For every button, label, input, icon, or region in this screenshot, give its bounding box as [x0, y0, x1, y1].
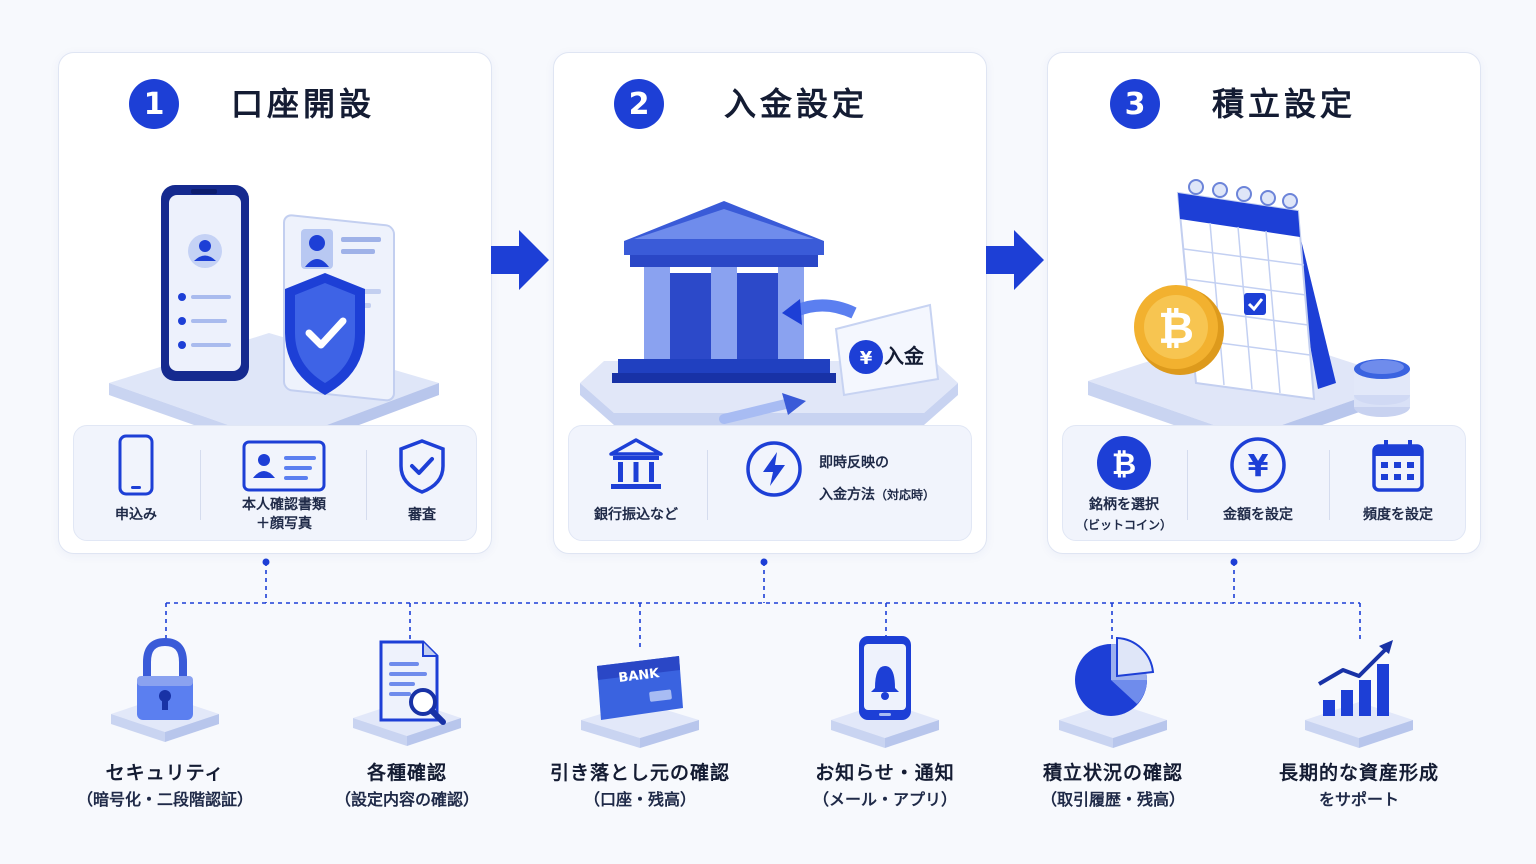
shield-illustration-icon — [285, 273, 365, 395]
svg-text:₿: ₿ — [1112, 447, 1136, 482]
substep-set-frequency: 頻度を設定 — [1331, 426, 1465, 540]
svg-text:₿: ₿ — [1158, 303, 1194, 354]
deposit-card-icon: ¥ 入金 — [834, 303, 940, 397]
substep-label-line2: （ビットコイン） — [1075, 518, 1172, 532]
feature-label: 長期的な資産形成 — [1278, 762, 1439, 784]
feature-long-term: 長期的な資産形成 をサポート — [1254, 636, 1464, 816]
substep-label: 銘柄を選択 — [1089, 497, 1159, 513]
step-title-1: 口座開設 — [231, 85, 376, 123]
substep-review: 審査 — [368, 426, 476, 540]
document-search-icon — [353, 640, 461, 746]
smartphone-icon — [118, 434, 154, 496]
feature-investment-status: 積立状況の確認 （取引履歴・残高） — [1008, 636, 1218, 816]
substep-id-documents: 本人確認書類 ＋顔写真 — [202, 426, 366, 540]
substep-label-line2: ＋顔写真 — [256, 516, 312, 532]
substep-label-note: （対応時） — [875, 488, 936, 502]
divider — [366, 450, 367, 520]
feature-security: セキュリティ （暗号化・二段階認証） — [60, 636, 270, 816]
step-number-1: 1 — [129, 79, 179, 129]
substep-set-amount: ¥ 金額を設定 — [1189, 426, 1327, 540]
step-panel-3: 3 積立設定 — [1047, 52, 1481, 554]
step-title-2: 入金設定 — [724, 85, 869, 123]
substep-instant-deposit: 即時反映の 入金方法（対応時） — [711, 426, 971, 540]
step3-substeps: ₿ 銘柄を選択 （ビットコイン） ¥ 金額を設定 — [1062, 425, 1466, 541]
lock-icon — [111, 637, 219, 742]
feature-label: セキュリティ — [105, 762, 225, 784]
substep-bank-transfer: 銀行振込など — [569, 426, 703, 540]
yen-symbol: ¥ — [860, 348, 873, 369]
substep-label: 審査 — [408, 507, 436, 523]
feature-sublabel: （設定内容の確認） — [334, 790, 479, 809]
shield-check-icon — [399, 439, 445, 494]
feature-notifications: お知らせ・通知 （メール・アプリ） — [780, 636, 990, 816]
substep-label: 銀行振込など — [594, 507, 678, 523]
pie-chart-icon — [1059, 636, 1167, 748]
auto-invest-illustration: ₿ — [1088, 179, 1410, 451]
card-bank-text: BANK — [618, 666, 661, 686]
substep-application: 申込み — [74, 426, 198, 540]
feature-sublabel: （取引履歴・残高） — [1040, 790, 1185, 809]
svg-text:¥: ¥ — [1248, 449, 1269, 484]
card-text: 入金 — [884, 344, 925, 368]
step-panel-2: 2 入金設定 ¥ 入金 — [553, 52, 987, 554]
lightning-icon — [746, 441, 802, 497]
yen-icon: ¥ — [1230, 437, 1286, 493]
substep-label: 本人確認書類 — [242, 497, 326, 513]
feature-debit-source: BANK 引き落とし元の確認 （口座・残高） — [544, 636, 736, 816]
step-title-3: 積立設定 — [1212, 85, 1357, 123]
step-number-2: 2 — [614, 79, 664, 129]
substep-label-line2: 入金方法（対応時） — [819, 484, 935, 504]
coin-stack-icon — [1354, 359, 1410, 417]
calendar-icon — [1372, 440, 1424, 492]
substep-label: 金額を設定 — [1223, 507, 1293, 523]
step2-substeps: 銀行振込など 即時反映の 入金方法（対応時） — [568, 425, 972, 541]
feature-label: 積立状況の確認 — [1042, 762, 1183, 784]
substep-label-method: 入金方法 — [819, 487, 875, 503]
divider — [1187, 450, 1188, 520]
substep-label: 申込み — [115, 507, 157, 523]
divider — [200, 450, 201, 520]
substep-select-asset: ₿ 銘柄を選択 （ビットコイン） — [1063, 426, 1185, 540]
feature-label: 引き落とし元の確認 — [549, 762, 730, 784]
flow-arrow-2-icon — [986, 230, 1044, 290]
feature-sublabel: （メール・アプリ） — [812, 790, 957, 809]
bank-building-icon — [612, 201, 836, 383]
feature-label: 各種確認 — [366, 762, 447, 784]
step-panel-1: 1 口座開設 — [58, 52, 492, 554]
divider — [707, 450, 708, 520]
notification-phone-icon — [831, 636, 939, 748]
id-card-icon — [242, 440, 326, 492]
substep-label: 即時反映の — [819, 455, 889, 471]
feature-sublabel: をサポート — [1318, 790, 1399, 809]
bank-card-icon: BANK — [581, 656, 699, 748]
feature-label: お知らせ・通知 — [815, 762, 955, 784]
deposit-illustration: ¥ 入金 — [580, 201, 958, 425]
bitcoin-icon: ₿ — [1097, 436, 1151, 490]
bank-icon — [609, 438, 663, 489]
divider — [1329, 450, 1330, 520]
growth-chart-icon — [1305, 640, 1413, 748]
substep-label: 頻度を設定 — [1363, 507, 1433, 523]
feature-sublabel: （口座・残高） — [583, 790, 696, 809]
step1-substeps: 申込み 本人確認書類 ＋顔写真 審査 — [73, 425, 477, 541]
feature-confirmation: 各種確認 （設定内容の確認） — [302, 636, 512, 816]
step-number-3: 3 — [1110, 79, 1160, 129]
feature-sublabel: （暗号化・二段階認証） — [76, 790, 253, 809]
flow-arrow-1-icon — [491, 230, 549, 290]
bitcoin-coin-icon: ₿ — [1134, 285, 1224, 375]
smartphone-illustration-icon — [161, 185, 249, 381]
